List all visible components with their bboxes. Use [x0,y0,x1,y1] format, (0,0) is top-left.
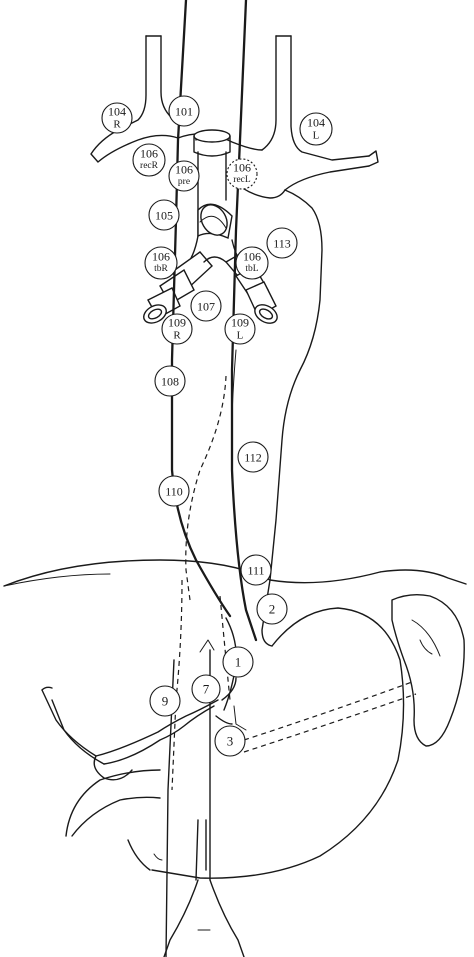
station-node: 112 [237,441,269,473]
station-sublabel: pre [178,177,190,187]
station-number: 2 [269,602,276,617]
station-circle [256,593,288,625]
station-circle [214,725,246,757]
station-node: 107 [190,290,222,322]
station-number: 111 [247,563,264,577]
station-node: 2 [256,593,288,625]
station-number: 101 [175,104,193,118]
station-circle [235,246,269,280]
station-number: 107 [197,299,215,313]
station-circle [237,441,269,473]
station-number: 104 [307,116,325,130]
station-node: 113 [266,227,298,259]
station-node: 7 [191,674,221,704]
station-node: 105 [148,199,180,231]
station-sublabel: L [237,330,244,342]
station-circle [168,95,200,127]
station-number: 106 [152,250,170,264]
station-number: 9 [162,694,169,709]
station-node: 110 [158,475,190,507]
station-circle [240,554,272,586]
station-circle [148,199,180,231]
station-number: 109 [231,316,249,330]
station-number: 109 [168,316,186,330]
station-sublabel: recL [233,175,251,185]
station-circle [161,313,193,345]
celiac-branches [41,677,417,781]
right-neck-vessels [90,35,179,163]
station-sublabel: recR [140,161,159,171]
station-circle [226,158,258,190]
station-number: 106 [243,250,261,264]
trachea [193,129,233,240]
station-number: 106 [233,161,251,175]
station-node: 108 [154,365,186,397]
left-neck-vessels [261,35,379,191]
station-circle [191,674,221,704]
stomach [151,607,405,879]
station-number: 7 [203,682,210,697]
station-number: 113 [273,236,291,250]
station-sublabel: L [313,130,320,142]
spleen [391,593,465,747]
station-circle [224,313,256,345]
station-number: 1 [235,655,242,670]
station-circle [299,112,333,146]
station-circle [154,365,186,397]
station-node: 9 [149,685,181,717]
station-number: 105 [155,208,173,222]
station-circle [168,160,200,192]
station-circle [222,646,254,678]
diaphragm [3,559,467,587]
station-number: 106 [140,147,158,161]
esophagus [170,0,258,642]
station-number: 104 [108,105,126,119]
station-circle [158,475,190,507]
station-sublabel: R [173,330,181,342]
station-node: 101 [168,95,200,127]
station-node: 3 [214,725,246,757]
station-node: 111 [240,554,272,586]
station-number: 108 [161,374,179,388]
station-number: 3 [227,734,234,749]
duodenum [65,769,163,871]
station-circle [132,143,166,177]
station-number: 112 [244,450,262,464]
station-circle [144,246,178,280]
station-node: 1 [222,646,254,678]
station-sublabel: R [113,119,121,131]
station-sublabel: tbL [245,264,258,274]
station-circle [101,102,133,134]
station-circle [190,290,222,322]
station-sublabel: tbR [154,264,168,274]
station-circle [266,227,298,259]
stomach-inner-fold [233,705,247,731]
station-number: 110 [165,484,183,498]
station-circle [149,685,181,717]
station-number: 106 [175,163,193,177]
